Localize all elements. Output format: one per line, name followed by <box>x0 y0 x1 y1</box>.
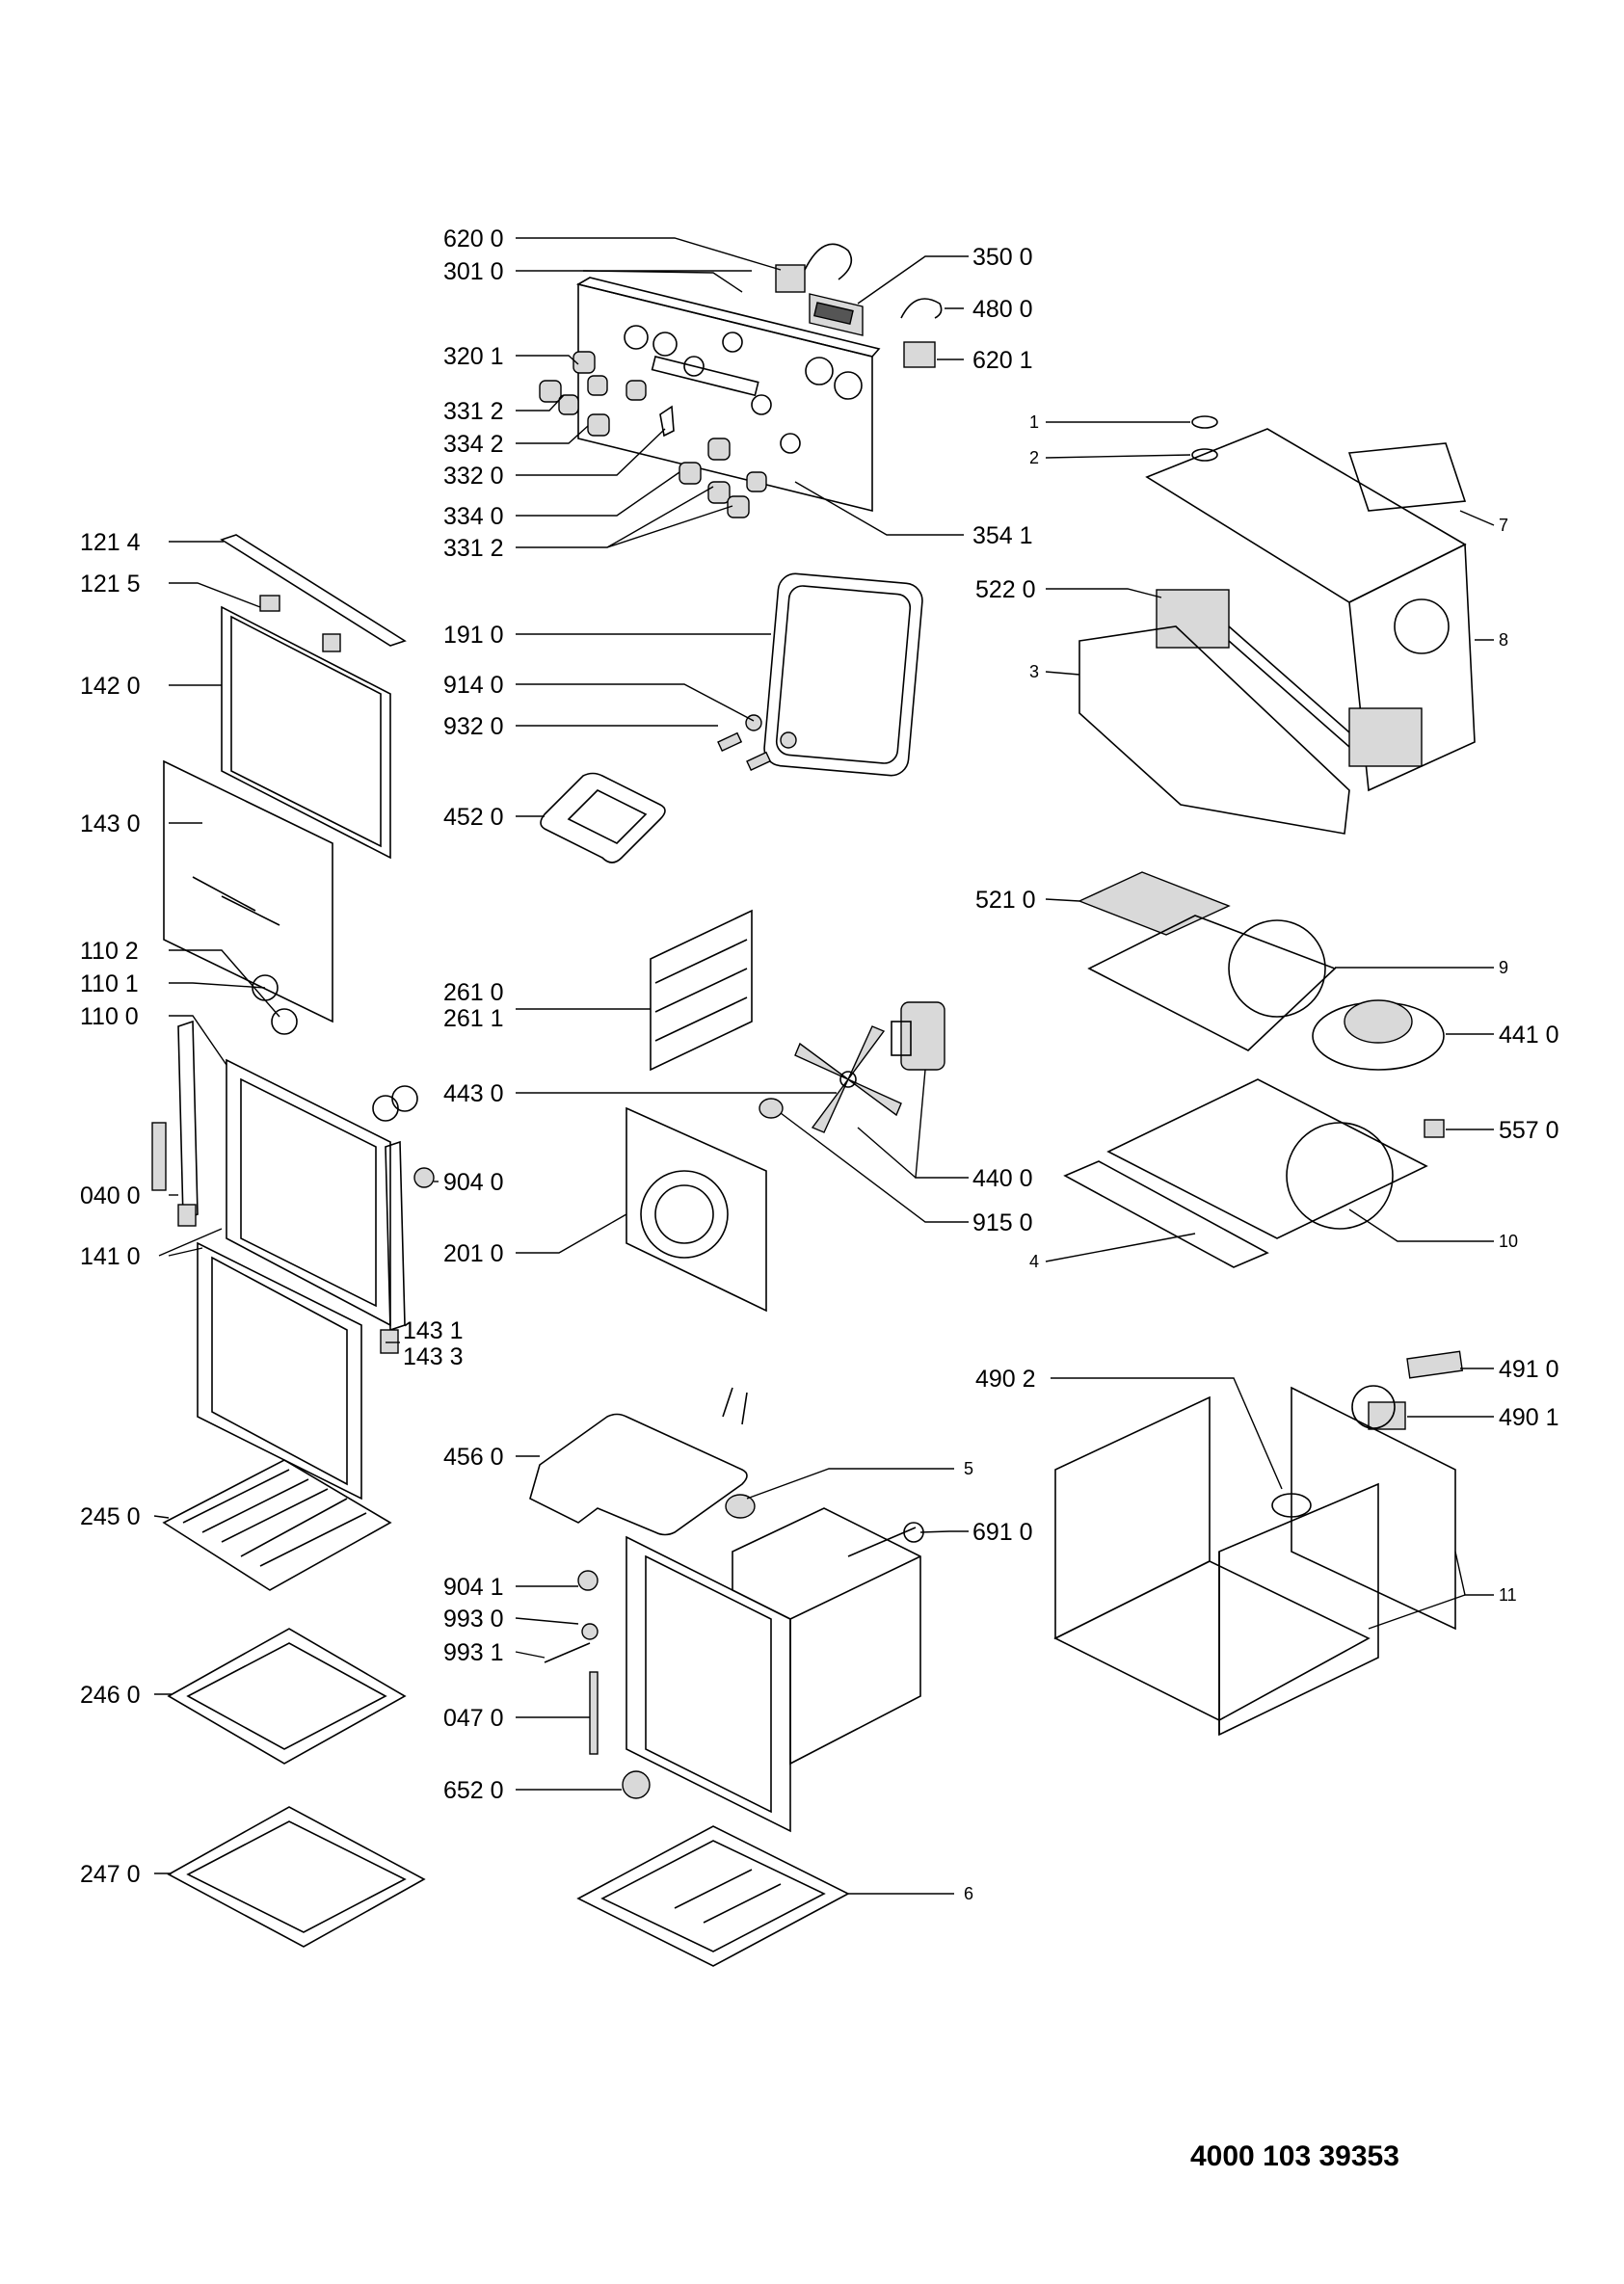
callout-320-1: 320 1 <box>443 343 504 370</box>
callout-456-0: 456 0 <box>443 1444 504 1471</box>
callout-121-5: 121 5 <box>80 571 141 598</box>
callout-480-0: 480 0 <box>972 296 1033 323</box>
callout-4: 4 <box>1029 1252 1039 1271</box>
callout-491-0: 491 0 <box>1499 1356 1559 1383</box>
callout-7: 7 <box>1499 516 1508 535</box>
callout-040-0: 040 0 <box>80 1182 141 1209</box>
callout-5: 5 <box>964 1459 973 1478</box>
callout-522-0: 522 0 <box>975 576 1036 603</box>
callout-354-1: 354 1 <box>972 522 1033 549</box>
callout-246-0: 246 0 <box>80 1682 141 1709</box>
callout-904-0: 904 0 <box>443 1169 504 1196</box>
callout-490-2: 490 2 <box>975 1366 1036 1393</box>
callout-993-0: 993 0 <box>443 1606 504 1633</box>
callout-6: 6 <box>964 1884 973 1903</box>
callout-350-0: 350 0 <box>972 244 1033 271</box>
callout-191-0: 191 0 <box>443 622 504 649</box>
callout-8: 8 <box>1499 630 1508 650</box>
callout-245-0: 245 0 <box>80 1503 141 1530</box>
callout-334-2: 334 2 <box>443 431 504 458</box>
callout-143-3: 143 3 <box>403 1343 464 1370</box>
callout-9: 9 <box>1499 958 1508 977</box>
callout-452-0: 452 0 <box>443 804 504 831</box>
callout-labels: 620 0 301 0 320 1 331 2 334 2 332 0 334 … <box>80 226 1559 1903</box>
callout-11: 11 <box>1499 1585 1517 1605</box>
callout-331-2: 331 2 <box>443 398 504 425</box>
callout-993-1: 993 1 <box>443 1639 504 1666</box>
door-assembly <box>151 534 418 1501</box>
callout-10: 10 <box>1499 1232 1518 1251</box>
callout-143-0: 143 0 <box>80 810 141 837</box>
callout-247-0: 247 0 <box>80 1861 141 1888</box>
housing-and-electronics <box>1053 415 1476 1737</box>
callout-620-1: 620 1 <box>972 347 1033 374</box>
callout-332-0: 332 0 <box>443 463 504 490</box>
callout-141-0: 141 0 <box>80 1243 141 1270</box>
callout-441-0: 441 0 <box>1499 1022 1559 1049</box>
callout-915-0: 915 0 <box>972 1209 1033 1236</box>
callout-652-0: 652 0 <box>443 1777 504 1804</box>
callout-261-0: 261 0 <box>443 979 504 1006</box>
callout-557-0: 557 0 <box>1499 1117 1559 1144</box>
callout-121-4: 121 4 <box>80 529 141 556</box>
callout-443-0: 443 0 <box>443 1080 504 1107</box>
callout-440-0: 440 0 <box>972 1165 1033 1192</box>
callout-110-1: 110 1 <box>80 970 139 997</box>
callout-521-0: 521 0 <box>975 887 1036 914</box>
callout-110-2: 110 2 <box>80 938 139 965</box>
callout-301-0: 301 0 <box>443 258 504 285</box>
callout-142-0: 142 0 <box>80 673 141 700</box>
callout-143-1: 143 1 <box>403 1317 464 1344</box>
callout-2: 2 <box>1029 448 1039 467</box>
callout-620-0: 620 0 <box>443 226 504 252</box>
callout-334-0: 334 0 <box>443 503 504 530</box>
callout-110-0: 110 0 <box>80 1003 139 1030</box>
callout-261-1: 261 1 <box>443 1005 504 1032</box>
callout-047-0: 047 0 <box>443 1705 504 1732</box>
leader-lines <box>153 237 1495 1895</box>
callout-201-0: 201 0 <box>443 1240 504 1267</box>
document-number: 4000 103 39353 <box>1190 2140 1399 2172</box>
shelves-and-trays <box>162 1459 426 1948</box>
callout-932-0: 932 0 <box>443 713 504 740</box>
callout-3: 3 <box>1029 662 1039 681</box>
control-panel-assembly <box>539 243 943 518</box>
callout-1: 1 <box>1029 412 1039 432</box>
callout-490-1: 490 1 <box>1499 1404 1559 1431</box>
callout-914-0: 914 0 <box>443 672 504 699</box>
callout-691-0: 691 0 <box>972 1519 1033 1546</box>
oven-interior-parts <box>413 572 945 1967</box>
callout-904-1: 904 1 <box>443 1574 504 1601</box>
callout-331-2-b: 331 2 <box>443 535 504 562</box>
